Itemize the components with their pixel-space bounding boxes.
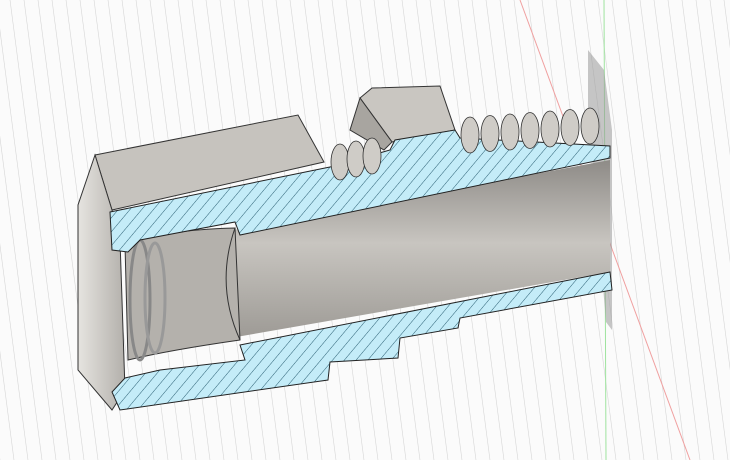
grid-line [9,0,71,460]
grid-line [0,135,43,460]
fitting-section-model[interactable] [77,85,613,411]
grid-line [653,0,715,460]
thread-crest [560,109,580,146]
thread-crest [480,115,500,152]
thread-groove [143,241,167,355]
grid-line [709,0,730,156]
thread-crest [520,112,540,149]
thread-crest [460,116,480,154]
thread-crest [362,137,382,175]
lower-section-cut [111,271,613,411]
grid-line [667,0,729,460]
thread-crest [500,113,520,151]
grid-line [0,243,29,460]
grid-line [639,0,701,460]
external-threads [330,107,600,181]
grid-line [597,0,659,460]
thread-crest [346,140,366,178]
grid-line [0,28,57,460]
grid-line [23,0,85,460]
grid-line [695,0,730,263]
grid-line [625,0,687,460]
thread-crest [330,143,350,181]
nut-inner-bore [124,227,241,361]
grid-line [37,0,99,460]
grid-line [681,0,730,371]
seat-edge [225,227,241,341]
grid-line [0,350,15,460]
grid-line [723,0,730,49]
thread-crest [580,107,600,145]
bore-inner-surface [180,160,610,345]
thread-crest [540,110,560,148]
